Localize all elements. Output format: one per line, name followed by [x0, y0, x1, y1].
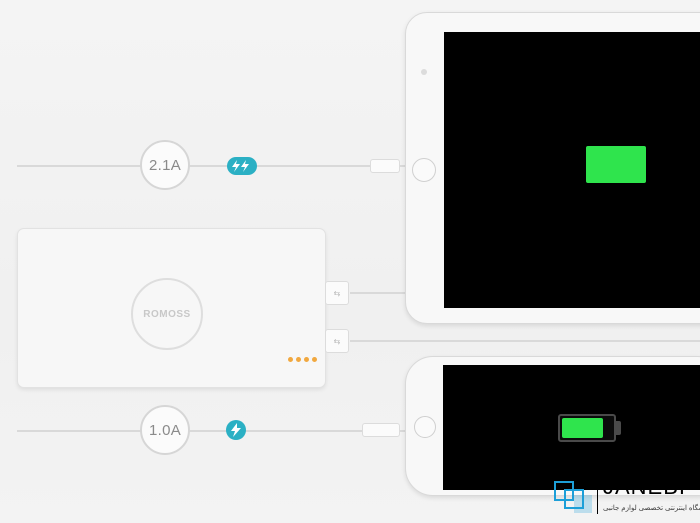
indicator-led	[288, 357, 293, 362]
phone-device	[405, 356, 700, 496]
cable-iphone	[17, 430, 405, 432]
tablet-screen	[444, 32, 700, 308]
indicator-led	[304, 357, 309, 362]
brand-logo-text: ROMOSS	[143, 308, 191, 320]
cable-ipad	[17, 165, 405, 167]
lightning-plug-ipad	[370, 159, 400, 173]
watermark-divider	[597, 478, 598, 514]
watermark-brand: JANEBI	[603, 474, 687, 499]
phone-battery-icon	[558, 414, 616, 442]
battery-indicator-leds	[288, 357, 317, 362]
cable-port-2	[350, 340, 700, 342]
usb-icon: ⇆	[333, 288, 341, 298]
indicator-led	[312, 357, 317, 362]
watermark-tagline: فروشگاه اینترنتی تخصصی لوازم جانبی	[603, 505, 700, 512]
watermark: JANEBI فروشگاه اینترنتی تخصصی لوازم جانب…	[553, 474, 700, 519]
front-camera-icon	[421, 69, 427, 75]
current-label: 1.0A	[148, 421, 182, 439]
usb-port-1: ⇆	[325, 281, 349, 305]
phone-battery-fill	[562, 418, 603, 438]
cable-port-1	[350, 292, 405, 294]
brand-logo: ROMOSS	[131, 278, 203, 350]
tablet-device	[405, 12, 700, 324]
current-badge-1-0a: 1.0A	[140, 405, 190, 455]
usb-port-2: ⇆	[325, 329, 349, 353]
power-bank: ROMOSS	[17, 228, 326, 388]
home-button-icon	[414, 416, 436, 438]
usb-icon: ⇆	[333, 336, 341, 346]
indicator-led	[296, 357, 301, 362]
lightning-plug-iphone	[362, 423, 400, 437]
phone-screen	[443, 365, 700, 490]
battery-tip	[616, 421, 621, 435]
double-lightning-bolt-icon	[227, 157, 257, 175]
current-badge-2-1a: 2.1A	[140, 140, 190, 190]
janebi-logo-icon	[554, 481, 592, 513]
home-button-icon	[412, 158, 436, 182]
tablet-battery-icon	[586, 146, 646, 183]
current-label: 2.1A	[148, 156, 182, 174]
lightning-bolt-icon	[226, 420, 246, 440]
